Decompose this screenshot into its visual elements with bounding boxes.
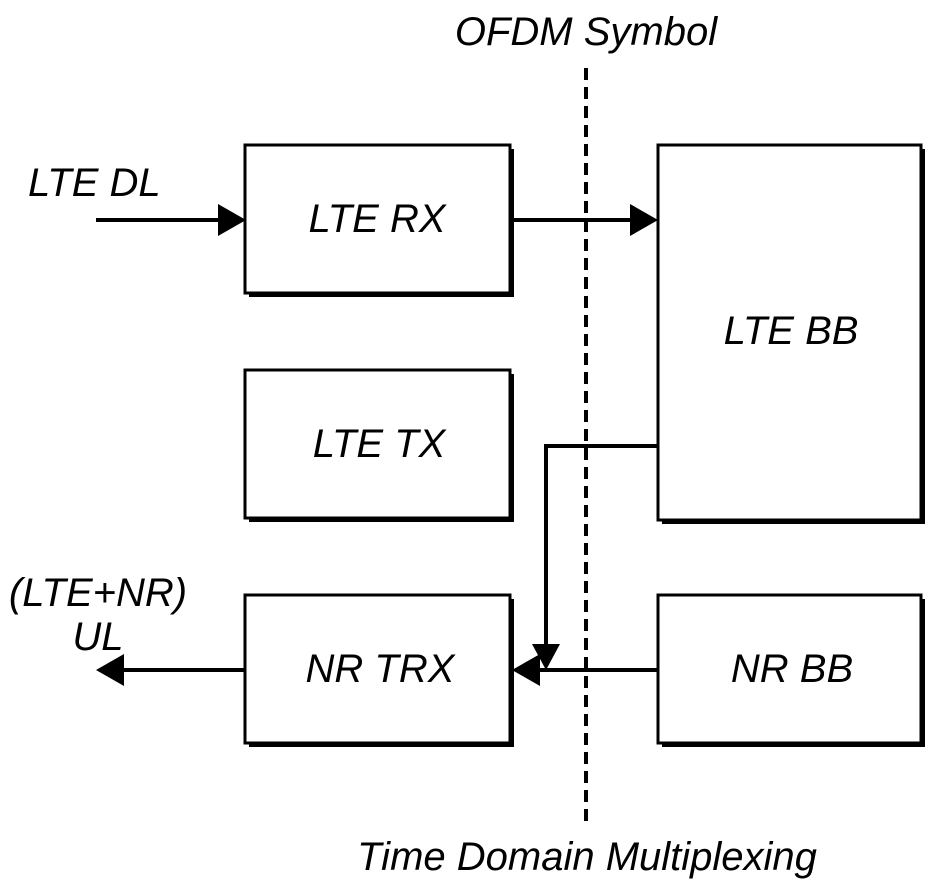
lte-dl-arrow — [96, 204, 246, 236]
lte-bb-label: LTE BB — [724, 309, 859, 353]
lte-dl-label: LTE DL — [28, 161, 161, 205]
nr-bb-label: NR BB — [731, 647, 853, 691]
nr-bb-block: NR BB — [658, 595, 925, 747]
lte-bb-to-nr-trx-path — [532, 446, 658, 670]
lte-bb-block: LTE BB — [658, 145, 925, 524]
lte-rx-block: LTE RX — [245, 145, 514, 297]
ofdm-symbol-caption: OFDM Symbol — [455, 10, 718, 54]
nr-trx-block: NR TRX — [245, 595, 514, 747]
ul-label-line2: UL — [72, 615, 123, 659]
lte-rx-label: LTE RX — [308, 197, 446, 241]
nr-trx-label: NR TRX — [306, 647, 456, 691]
lte-tx-block: LTE TX — [245, 370, 514, 522]
ul-label-line1: (LTE+NR) — [9, 571, 187, 615]
time-domain-multiplexing-caption: Time Domain Multiplexing — [357, 835, 817, 879]
lte-tx-label: LTE TX — [313, 422, 447, 466]
